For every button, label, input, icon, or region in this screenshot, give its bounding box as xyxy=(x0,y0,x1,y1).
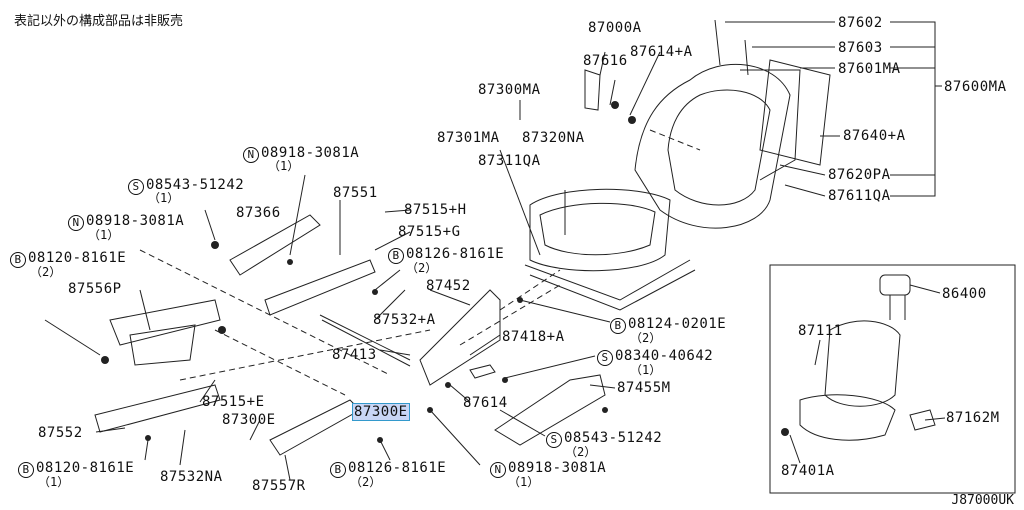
qty-08918-3081A-bottom: （1） xyxy=(508,475,540,489)
callout-87614A[interactable]: 87614+A xyxy=(630,44,693,60)
callout-87600MA[interactable]: 87600MA xyxy=(944,79,1007,95)
bracket-87366-shape xyxy=(229,214,321,276)
not-for-sale-note: 表記以外の構成部品は非販売 xyxy=(14,14,184,29)
qty-08120-8161E-top: （2） xyxy=(30,265,62,279)
cover-87455M-shape xyxy=(494,374,606,446)
callout-87300E-highlighted[interactable]: 87300E xyxy=(352,403,410,421)
callout-87111[interactable]: 87111 xyxy=(798,323,843,339)
qty-08126-8161E-top: （2） xyxy=(406,261,438,275)
callout-87515H[interactable]: 87515+H xyxy=(404,202,467,218)
callout-87552[interactable]: 87552 xyxy=(38,425,83,441)
callout-87601MA[interactable]: 87601MA xyxy=(838,61,901,77)
callout-87418A[interactable]: 87418+A xyxy=(502,329,565,345)
callout-87300MA[interactable]: 87300MA xyxy=(478,82,541,98)
qty-08340-40642: （1） xyxy=(630,363,662,377)
callout-87611QA[interactable]: 87611QA xyxy=(828,188,891,204)
qty-08126-8161E-bottom: （2） xyxy=(350,475,382,489)
callout-87616[interactable]: 87616 xyxy=(583,53,628,69)
qty-08543-51242-top: （1） xyxy=(148,191,180,205)
qty-08124-0201E: （2） xyxy=(630,331,662,345)
callout-87300E[interactable]: 87300E xyxy=(222,412,276,428)
inset-frame xyxy=(769,264,1016,494)
cover-87557R-shape xyxy=(269,399,361,456)
callout-87620PA[interactable]: 87620PA xyxy=(828,167,891,183)
callout-87162M[interactable]: 87162M xyxy=(946,410,1000,426)
callout-87602[interactable]: 87602 xyxy=(838,15,883,31)
callout-87515G[interactable]: 87515+G xyxy=(398,224,461,240)
qty-08120-8161E-bottom: （1） xyxy=(38,475,70,489)
callout-87000A[interactable]: 87000A xyxy=(588,20,642,36)
callout-87413[interactable]: 87413 xyxy=(332,347,377,363)
callout-87366[interactable]: 87366 xyxy=(236,205,281,221)
qty-08918-3081A-top: （1） xyxy=(268,159,300,173)
rail-left-shape xyxy=(109,299,221,346)
callout-87401A[interactable]: 87401A xyxy=(781,463,835,479)
callout-86400[interactable]: 86400 xyxy=(942,286,987,302)
callout-87311QA[interactable]: 87311QA xyxy=(478,153,541,169)
callout-87603[interactable]: 87603 xyxy=(838,40,883,56)
callout-87532NA[interactable]: 87532NA xyxy=(160,469,223,485)
callout-87556P[interactable]: 87556P xyxy=(68,281,122,297)
seat-cushion-shape xyxy=(529,188,671,272)
qty-08543-51242-bottom: （2） xyxy=(565,445,597,459)
callout-87551[interactable]: 87551 xyxy=(333,185,378,201)
callout-87557R[interactable]: 87557R xyxy=(252,478,306,494)
callout-87301MA[interactable]: 87301MA xyxy=(437,130,500,146)
callout-87640A[interactable]: 87640+A xyxy=(843,128,906,144)
qty-08918-3081A-mid: （1） xyxy=(88,228,120,242)
callout-87532A[interactable]: 87532+A xyxy=(373,312,436,328)
callout-87614[interactable]: 87614 xyxy=(463,395,508,411)
diagram-code: J87000UK xyxy=(951,493,1014,508)
callout-87452[interactable]: 87452 xyxy=(426,278,471,294)
callout-87515E[interactable]: 87515+E xyxy=(202,394,265,410)
callout-87455M[interactable]: 87455M xyxy=(617,380,671,396)
bracket-87452-shape xyxy=(419,289,501,386)
callout-87320NA[interactable]: 87320NA xyxy=(522,130,585,146)
back-board-shape xyxy=(759,59,831,166)
